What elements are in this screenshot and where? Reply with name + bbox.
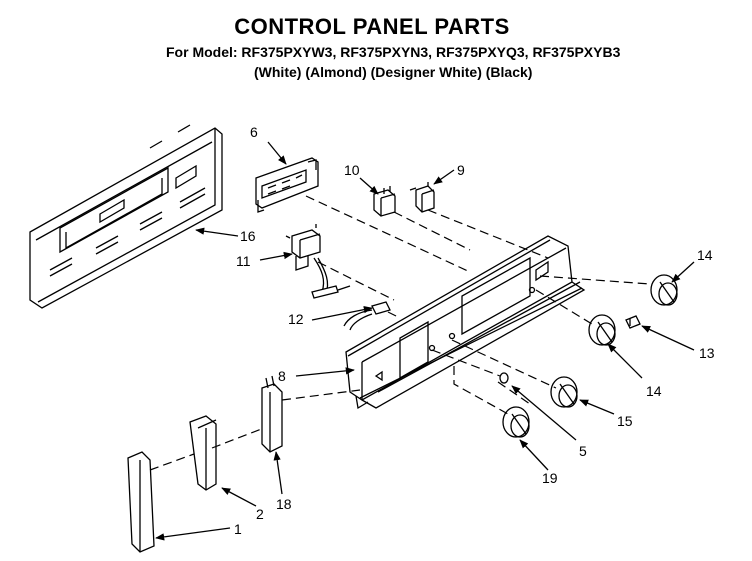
callout-10: 10 [344, 162, 360, 178]
knob-14-bottom [588, 314, 616, 346]
callout-16: 16 [240, 228, 256, 244]
control-panel-housing [345, 235, 586, 410]
callout-5: 5 [579, 443, 587, 459]
page-title: CONTROL PANEL PARTS [234, 14, 510, 39]
leader-arrows [155, 141, 695, 541]
spacer-part-5 [499, 372, 509, 384]
callout-9: 9 [457, 162, 465, 178]
callout-13: 13 [699, 345, 715, 361]
knob-14-top [650, 274, 678, 306]
callout-8: 8 [278, 368, 286, 384]
callout-15: 15 [617, 413, 633, 429]
alignment-lines [149, 195, 651, 471]
model-list: For Model: RF375PXYW3, RF375PXYN3, RF375… [166, 44, 621, 60]
wire-harness [311, 257, 391, 331]
callout-11: 11 [236, 253, 251, 269]
callout-18: 18 [276, 496, 292, 512]
trim-part-1 [127, 451, 155, 553]
bracket-part-18 [261, 375, 283, 453]
callout-2: 2 [256, 506, 264, 522]
clip-part-13 [625, 315, 641, 329]
end-cap-part-2 [189, 415, 217, 491]
callout-19: 19 [542, 470, 558, 486]
callout-1: 1 [234, 521, 242, 537]
knob-19 [502, 406, 530, 438]
rear-console-panel [29, 124, 223, 309]
callout-6: 6 [250, 124, 258, 140]
switch-part-9 [409, 182, 435, 213]
relay [373, 186, 396, 217]
callout-12: 12 [288, 311, 304, 327]
callout-14-top: 14 [697, 247, 713, 263]
knob-15 [550, 376, 578, 408]
color-list: (White) (Almond) (Designer White) (Black… [254, 64, 533, 80]
switch-part-11 [285, 224, 321, 271]
callout-labels: 6 10 9 16 11 14 12 13 14 8 15 5 2 18 19 … [234, 124, 715, 537]
electronic-control [255, 157, 319, 213]
callout-14-bottom: 14 [646, 383, 662, 399]
